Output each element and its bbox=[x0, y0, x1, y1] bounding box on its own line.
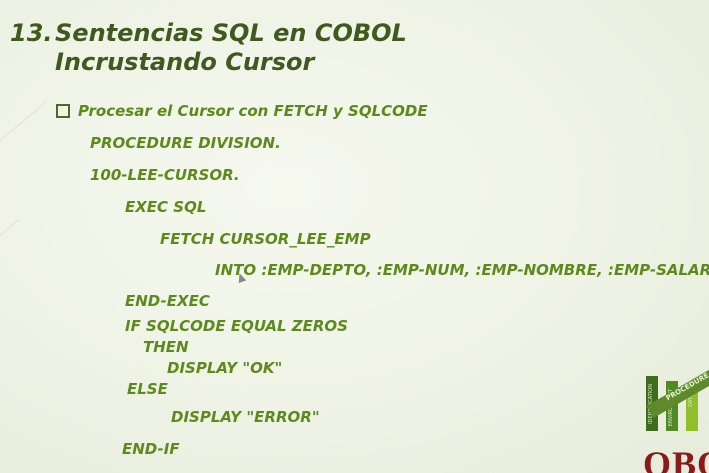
slide-title-line2: Incrustando Cursor bbox=[55, 48, 315, 76]
code-line: END-IF bbox=[122, 440, 180, 458]
logo-text: COBOL bbox=[640, 444, 709, 473]
slide-number: 13. bbox=[10, 19, 53, 47]
decorative-line bbox=[0, 219, 20, 236]
code-line: EXEC SQL bbox=[125, 198, 207, 216]
code-line: ELSE bbox=[127, 380, 168, 398]
code-line: FETCH CURSOR_LEE_EMP bbox=[160, 230, 371, 248]
code-line: END-EXEC bbox=[125, 292, 210, 310]
code-line: THEN bbox=[143, 338, 189, 356]
slide-title-line1: Sentencias SQL en COBOL bbox=[55, 19, 407, 47]
code-line: DISPLAY "ERROR" bbox=[171, 408, 320, 426]
checkbox-bullet-icon bbox=[56, 104, 70, 118]
code-line: IF SQLCODE EQUAL ZEROS bbox=[125, 317, 348, 335]
cobol-logo: IDENTIFICATION ENVIRONMENT DATA PROCEDUR… bbox=[640, 365, 709, 473]
code-line: DISPLAY "OK" bbox=[167, 359, 283, 377]
code-line: PROCEDURE DIVISION. bbox=[90, 134, 281, 152]
code-line: 100-LEE-CURSOR. bbox=[90, 166, 240, 184]
bullet-item: Procesar el Cursor con FETCH y SQLCODE bbox=[56, 102, 428, 120]
bullet-text: Procesar el Cursor con FETCH y SQLCODE bbox=[78, 102, 428, 120]
code-line: INTO :EMP-DEPTO, :EMP-NUM, :EMP-NOMBRE, … bbox=[215, 261, 709, 279]
decorative-line bbox=[0, 101, 47, 141]
